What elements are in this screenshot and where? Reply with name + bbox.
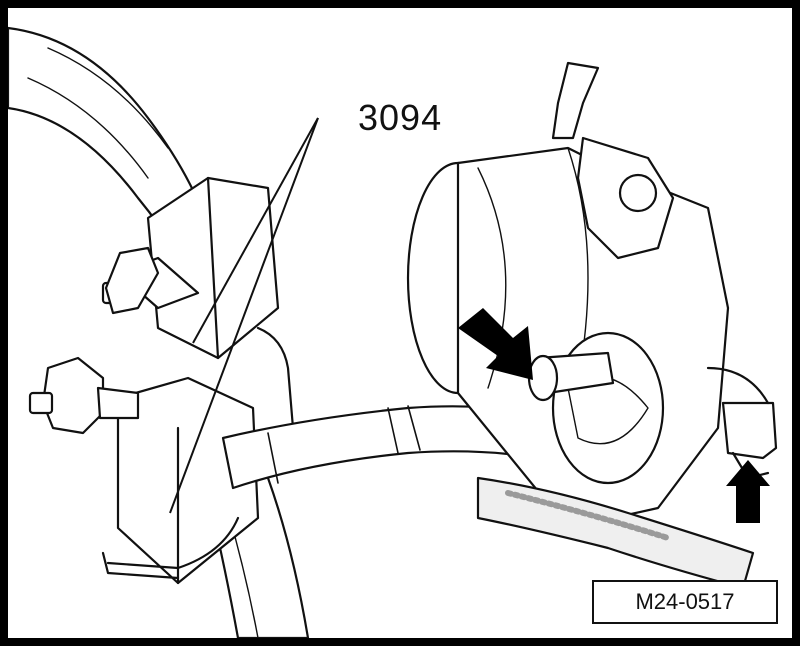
- connector: [721, 401, 778, 460]
- arrow-up-icon: [726, 460, 770, 523]
- diagram-panel: 3094 M24-0517: [8, 8, 792, 638]
- figure-reference: M24-0517: [592, 580, 778, 624]
- callout-leaders: [169, 117, 319, 514]
- throttle-body-illustration: [8, 26, 778, 638]
- upper-knob: [101, 246, 200, 315]
- arrow-down-right-icon: [458, 308, 533, 380]
- top-pipe: [551, 61, 600, 140]
- clamp-tool-lower: [116, 376, 260, 585]
- callout-label-tool: 3094: [358, 97, 443, 138]
- lower-knob: [28, 356, 140, 435]
